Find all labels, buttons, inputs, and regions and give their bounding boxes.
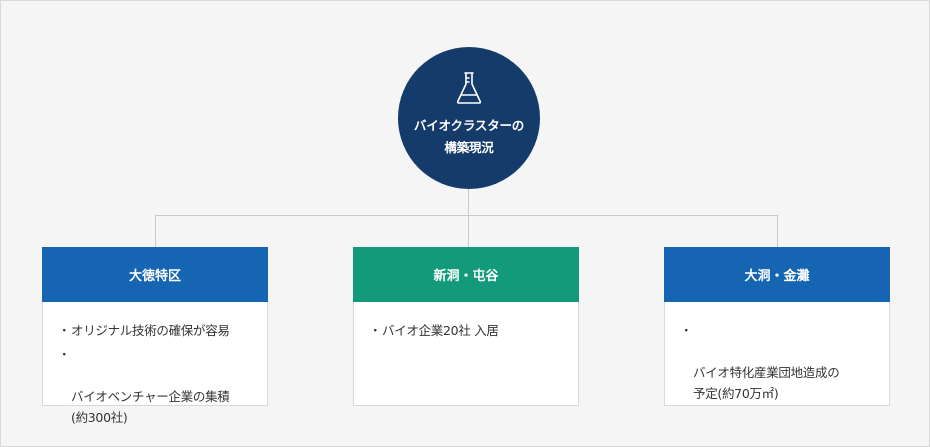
list-item-text: オリジナル技術の確保が容易: [71, 323, 230, 338]
list-item: ・ バイオ特化産業団地造成の 予定(約70万㎡): [679, 320, 877, 404]
card-daedeok-title: 大徳特区: [128, 269, 181, 284]
bullet-mark: ・: [369, 323, 382, 338]
list-item: ・ オリジナル技術の確保が容易: [57, 320, 255, 341]
connector-drop-left: [155, 215, 156, 247]
connector-drop-right: [777, 215, 778, 247]
hub-circle: バイオクラスターの 構築現況: [398, 47, 540, 189]
card-sindong-dunkok-list: ・ バイオ企業20社 入居: [354, 302, 578, 341]
connector-stem: [468, 189, 469, 215]
bullet-mark: ・: [680, 323, 693, 338]
hub-title-line2: 構築現況: [444, 140, 494, 155]
list-item-text: バイオ企業20社 入居: [382, 323, 499, 338]
card-sindong-dunkok-title: 新洞・屯谷: [433, 269, 499, 284]
card-daedong-geumtan-header: 大洞・金灘: [664, 247, 890, 302]
list-item: ・ バイオ企業20社 入居: [368, 320, 566, 341]
card-daedeok-list: ・ オリジナル技術の確保が容易 ・ バイオベンチャー企業の集積 (約300社): [43, 302, 267, 428]
bullet-mark: ・: [58, 347, 71, 362]
list-item-text: バイオベンチャー企業の集積 (約300社): [71, 389, 230, 425]
list-item-text: バイオ特化産業団地造成の 予定(約70万㎡): [693, 365, 840, 401]
card-sindong-dunkok: 新洞・屯谷 ・ バイオ企業20社 入居: [353, 247, 579, 406]
card-daedong-geumtan-title: 大洞・金灘: [744, 269, 810, 284]
card-daedong-geumtan: 大洞・金灘 ・ バイオ特化産業団地造成の 予定(約70万㎡): [664, 247, 890, 406]
connector-bar: [155, 215, 778, 216]
card-daedong-geumtan-list: ・ バイオ特化産業団地造成の 予定(約70万㎡): [665, 302, 889, 404]
card-daedeok: 大徳特区 ・ オリジナル技術の確保が容易 ・ バイオベンチャー企業の集積 (約3…: [42, 247, 268, 425]
flask-icon: [456, 72, 482, 104]
card-daedeok-header: 大徳特区: [42, 247, 268, 302]
card-sindong-dunkok-header: 新洞・屯谷: [353, 247, 579, 302]
list-item: ・ バイオベンチャー企業の集積 (約300社): [57, 344, 255, 428]
bullet-mark: ・: [58, 323, 71, 338]
connector-drop-center: [468, 215, 469, 247]
hub-title: バイオクラスターの 構築現況: [398, 115, 540, 159]
hub-title-line1: バイオクラスターの: [413, 118, 525, 133]
